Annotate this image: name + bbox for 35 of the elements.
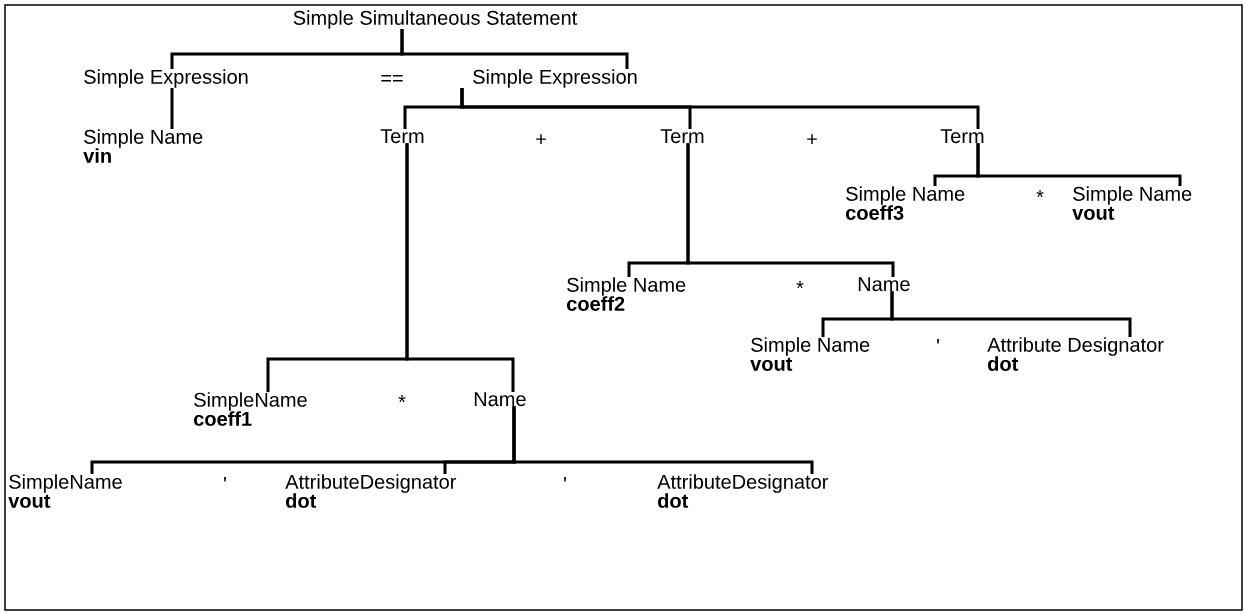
grammar-label: Simple Name vout: [750, 337, 870, 371]
operator-symbol: ==: [381, 75, 403, 82]
grammar-label: Term: [940, 129, 984, 144]
grammar-label: Simple Name coeff2: [567, 277, 686, 311]
grammar-label: Attribute Designator dot: [987, 337, 1164, 371]
grammar-label: Simple Name vin: [83, 129, 203, 163]
tree-branch: [170, 88, 174, 129]
tree-branch: [405, 143, 515, 392]
grammar-label: Simple Name vout: [1072, 186, 1192, 220]
grammar-label: Simple Expression: [84, 69, 248, 88]
tree-branch: [512, 406, 814, 474]
operator-symbol: *: [796, 281, 804, 289]
grammar-label: AttributeDesignator dot: [285, 474, 457, 508]
operator-symbol: *: [1036, 190, 1044, 198]
operator-symbol: +: [536, 134, 546, 144]
grammar-label: Term: [380, 129, 424, 144]
grammar-label: Simple Name coeff3: [846, 186, 965, 220]
tree-branch: [890, 291, 1132, 337]
grammar-label: SimpleName coeff1: [194, 392, 307, 426]
grammar-label: Term: [660, 129, 704, 144]
grammar-label: Simple Simultaneous Statement: [293, 10, 578, 29]
grammar-label: AttributeDesignator dot: [657, 474, 829, 508]
tree-branch: [400, 29, 629, 69]
grammar-label: Simple Expression: [473, 69, 637, 88]
tree-branch: [686, 143, 895, 277]
grammar-label: Name: [858, 277, 910, 292]
grammar-label: SimpleName vout: [8, 474, 122, 508]
operator-symbol: ': [564, 477, 566, 482]
operator-symbol: ': [224, 477, 226, 482]
operator-symbol: *: [398, 395, 406, 403]
tree-branch: [460, 88, 980, 129]
grammar-label: Name: [474, 392, 526, 407]
operator-symbol: +: [807, 134, 817, 144]
operator-symbol: ': [937, 339, 939, 344]
tree-branch: [976, 143, 1182, 186]
